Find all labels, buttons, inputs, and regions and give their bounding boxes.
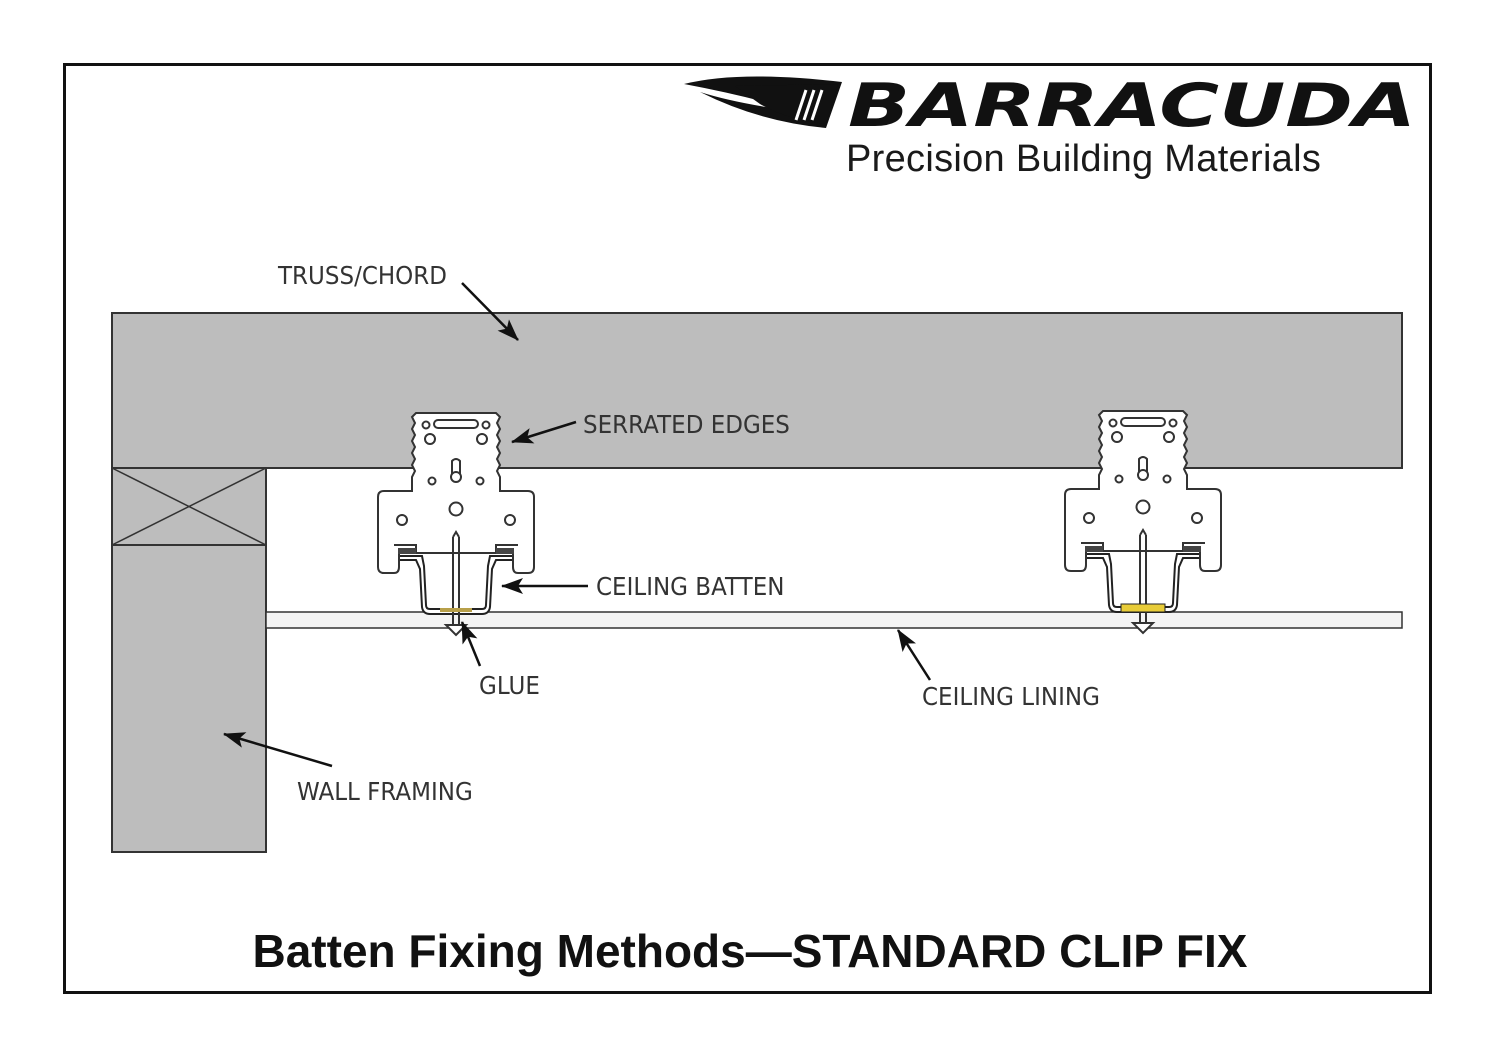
page-title: Batten Fixing Methods—STANDARD CLIP FIX [252, 925, 1248, 977]
brand-name: BARRACUDA [848, 71, 1416, 141]
serrated-arrow [511, 420, 577, 444]
glue-arrow [460, 621, 482, 667]
label-glue: GLUE [479, 671, 540, 700]
ceiling-lining [265, 611, 1403, 629]
drawing-frame [63, 63, 1432, 994]
label-serrated-edges: SERRATED EDGES [583, 410, 790, 439]
barracuda-logo: BARRACUDA [684, 71, 1416, 141]
truss-arrow [461, 282, 519, 341]
clip-assembly-left [377, 412, 535, 636]
label-truss-chord: TRUSS/CHORD [278, 261, 447, 290]
wall-top-plate [111, 467, 267, 546]
wall-arrow [223, 732, 333, 768]
lining-arrow [896, 629, 932, 681]
truss-chord [111, 312, 1403, 469]
glue-bead-left [440, 608, 472, 612]
fish-stripes-icon [794, 89, 824, 121]
label-wall-framing: WALL FRAMING [297, 777, 473, 806]
label-ceiling-batten: CEILING BATTEN [596, 572, 785, 601]
clip-assembly-right [1064, 410, 1222, 634]
brand-tagline: Precision Building Materials [846, 138, 1322, 180]
label-ceiling-lining: CEILING LINING [922, 682, 1100, 711]
glue-bead-right [1120, 603, 1166, 613]
wall-stud [111, 544, 267, 853]
